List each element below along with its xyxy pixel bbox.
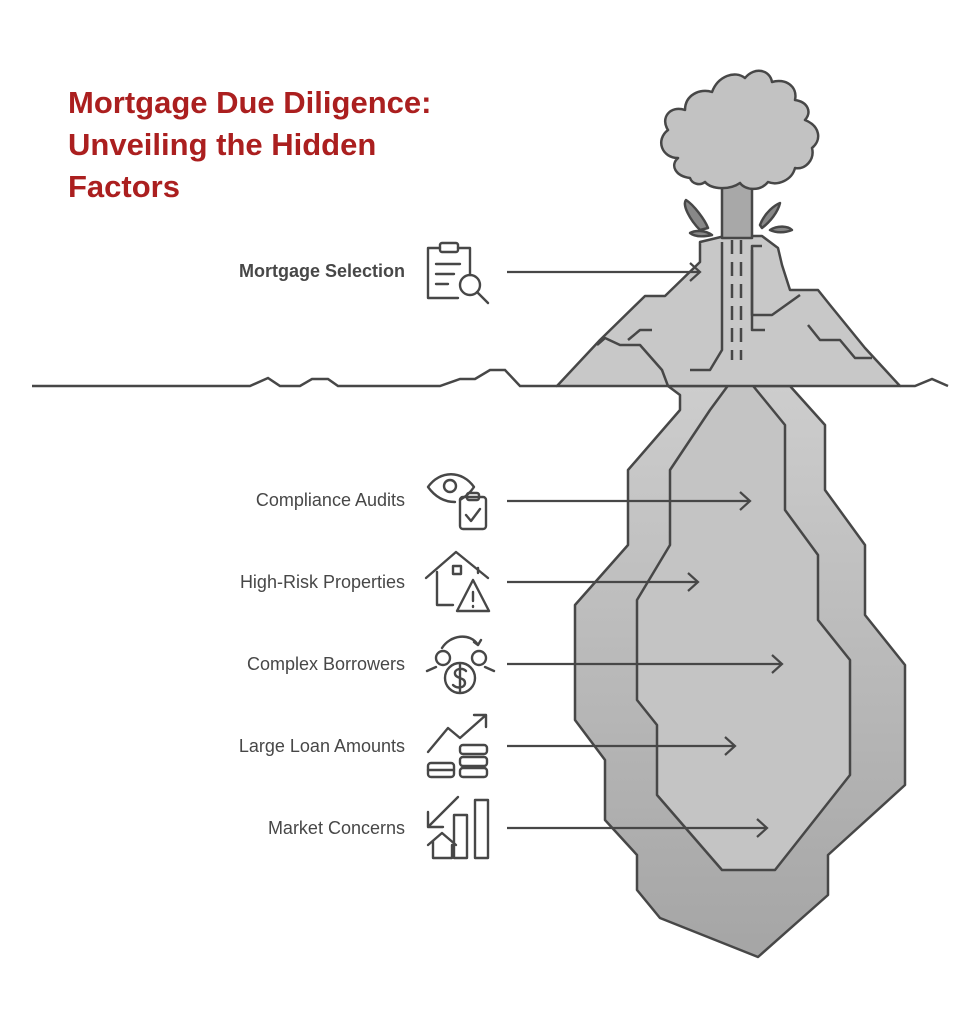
growth-coins-icon — [426, 713, 489, 779]
document-search-icon — [426, 241, 490, 305]
market-chart-house-icon — [426, 795, 490, 860]
arrow-large-loan — [507, 736, 737, 756]
label-compliance-audits: Compliance Audits — [255, 490, 405, 510]
label-market-concerns: Market Concerns — [267, 818, 405, 838]
arrow-high-risk — [507, 572, 700, 592]
arrow-compliance-audits — [507, 491, 752, 511]
house-warning-icon — [424, 550, 491, 613]
page-title: Mortgage Due Diligence: Unveiling the Hid… — [68, 82, 431, 208]
volcano-mountain — [555, 234, 902, 388]
title-line-2: Unveiling the Hidden — [68, 127, 377, 162]
arrow-mortgage-selection — [507, 262, 702, 282]
arrow-complex-borrowers — [507, 654, 784, 674]
label-large-loan-amounts: Large Loan Amounts — [238, 736, 405, 756]
arrow-market — [507, 818, 769, 838]
eye-clipboard-icon — [426, 473, 488, 531]
label-mortgage-selection: Mortgage Selection — [238, 261, 405, 281]
eruption-cloud — [659, 69, 820, 191]
arrows — [507, 262, 784, 838]
label-complex-borrowers: Complex Borrowers — [246, 654, 405, 674]
ground-line — [32, 368, 557, 388]
title-line-3: Factors — [68, 169, 180, 204]
title-line-1: Mortgage Due Diligence: — [68, 85, 432, 120]
label-high-risk-properties: High-Risk Properties — [239, 572, 405, 592]
money-exchange-icon — [425, 635, 496, 695]
